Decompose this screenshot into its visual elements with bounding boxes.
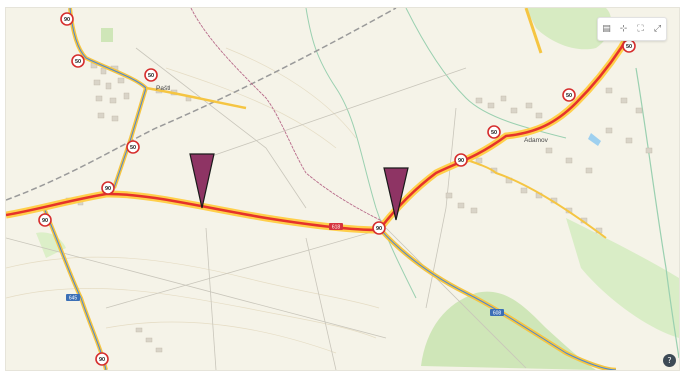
- speed-limit-sign: 90: [38, 213, 52, 227]
- speed-limit-sign: 50: [622, 39, 636, 53]
- map-viewport[interactable]: 618 645 608 90 50 50 50 90 90 90 90 50 5…: [5, 7, 680, 371]
- svg-text:90: 90: [64, 17, 70, 23]
- contour-lines: [6, 47, 380, 354]
- svg-text:50: 50: [130, 145, 136, 151]
- map-controls: ▤ ⊹ ⛶ ⤢: [597, 17, 667, 41]
- forest-area: [101, 28, 113, 42]
- svg-text:618: 618: [332, 225, 341, 231]
- svg-text:608: 608: [493, 311, 502, 317]
- speed-limit-sign: 50: [144, 68, 158, 82]
- minor-roads: [6, 47, 527, 370]
- railway: [6, 8, 397, 201]
- svg-text:90: 90: [376, 226, 382, 232]
- speed-limit-sign: 90: [101, 181, 115, 195]
- forest-area: [526, 8, 612, 50]
- place-label-pastl: Paštl: [156, 85, 171, 92]
- stream: [305, 8, 417, 299]
- speed-limit-sign: 90: [372, 221, 386, 235]
- place-label-adamov: Adamov: [524, 137, 549, 144]
- svg-text:50: 50: [75, 59, 81, 65]
- layers-icon[interactable]: ▤: [602, 24, 611, 34]
- expand-icon[interactable]: ⤢: [653, 24, 662, 34]
- speed-limit-sign: 50: [562, 88, 576, 102]
- speed-limit-sign: 90: [454, 153, 468, 167]
- speed-limit-sign: 90: [60, 12, 74, 26]
- route-marker-2[interactable]: [383, 167, 409, 221]
- town-buildings: [445, 87, 653, 234]
- measure-icon[interactable]: ⊹: [619, 24, 628, 34]
- svg-text:50: 50: [626, 44, 632, 50]
- svg-text:50: 50: [148, 73, 154, 79]
- boundary-line: [190, 8, 387, 224]
- speed-limit-sign: 50: [487, 125, 501, 139]
- road-shield: 645: [66, 294, 80, 302]
- route-marker-1[interactable]: [189, 153, 215, 209]
- speed-limit-sign: 50: [71, 54, 85, 68]
- speed-limit-sign: 50: [126, 140, 140, 154]
- svg-text:50: 50: [566, 93, 572, 99]
- help-button[interactable]: ?: [663, 354, 676, 367]
- svg-text:90: 90: [99, 357, 105, 363]
- svg-text:645: 645: [69, 296, 78, 302]
- forest-area: [421, 291, 596, 370]
- road-shield: 618: [329, 223, 343, 231]
- forest-area: [566, 218, 679, 338]
- svg-text:90: 90: [105, 186, 111, 192]
- fullscreen-icon[interactable]: ⛶: [637, 24, 644, 34]
- road-shield: 608: [490, 309, 504, 317]
- svg-text:90: 90: [42, 218, 48, 224]
- map-canvas[interactable]: 618 645 608 90 50 50 50 90 90 90 90 50 5…: [6, 8, 679, 370]
- pond: [588, 133, 601, 146]
- stream: [635, 67, 679, 359]
- speed-limit-sign: 90: [95, 352, 109, 366]
- svg-text:90: 90: [458, 158, 464, 164]
- svg-text:50: 50: [491, 130, 497, 136]
